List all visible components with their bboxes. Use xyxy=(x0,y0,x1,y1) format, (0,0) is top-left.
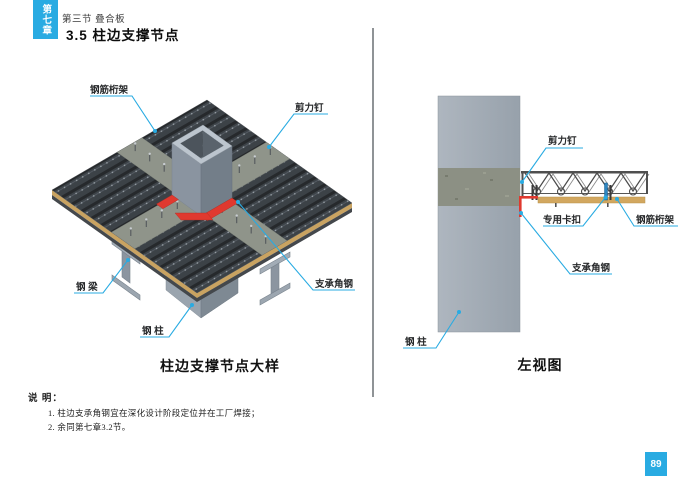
label-steel-column-side: 钢 柱 xyxy=(403,310,461,349)
svg-text:钢 梁: 钢 梁 xyxy=(76,281,98,293)
svg-text:剪力钉: 剪力钉 xyxy=(295,102,324,114)
detail-view-caption: 柱边支撑节点大样 xyxy=(160,360,280,375)
support-angle-steel-side xyxy=(519,196,538,217)
page-title: 3.5 柱边支撑节点 xyxy=(66,28,180,43)
label-steel-beam: 钢 梁 xyxy=(74,258,130,294)
svg-text:支承角钢: 支承角钢 xyxy=(571,262,611,274)
label-truss-side: 钢筋桁架 xyxy=(615,197,678,227)
side-view-caption: 左视图 xyxy=(517,359,563,374)
section-breadcrumb: 第三节 叠合板 xyxy=(62,14,126,25)
special-clips xyxy=(531,182,612,201)
svg-text:钢筋桁架: 钢筋桁架 xyxy=(90,84,129,96)
label-truss: 钢筋桁架 xyxy=(90,84,157,133)
figure-divider xyxy=(372,28,374,397)
detail-view-figure: 钢筋桁架 剪力钉 支承角钢 钢 梁 钢 柱 xyxy=(51,84,355,338)
support-angle-steel xyxy=(156,194,239,221)
slab-edge xyxy=(52,190,352,302)
svg-text:钢筋桁架: 钢筋桁架 xyxy=(636,214,675,226)
side-view-figure: 剪力钉 专用卡扣 钢筋桁架 支承角钢 钢 柱 xyxy=(403,95,678,349)
note-item-2: 2. 余同第七章3.2节。 xyxy=(48,422,131,432)
steel-column-face xyxy=(437,95,521,333)
chapter-tab-label: 第七章 xyxy=(40,3,52,36)
chapter-tab: 第七章 xyxy=(33,0,58,39)
steel-beam-right xyxy=(259,251,291,306)
label-special-clip: 专用卡扣 xyxy=(543,195,608,227)
column-box xyxy=(171,124,233,217)
svg-text:钢 柱: 钢 柱 xyxy=(405,336,427,348)
label-support-angle: 支承角钢 xyxy=(236,200,355,291)
label-steel-column: 钢 柱 xyxy=(140,303,194,338)
concrete-band xyxy=(438,168,520,206)
notes-heading: 说 明： xyxy=(28,394,63,404)
svg-text:支承角钢: 支承角钢 xyxy=(314,278,354,290)
label-shear-stud: 剪力钉 xyxy=(267,102,328,149)
label-shear-stud-side: 剪力钉 xyxy=(520,135,583,184)
notes-block: 说 明： 1. 柱边支承角钢宜在深化设计阶段定位并在工厂焊接； 2. 余同第七章… xyxy=(28,390,260,433)
label-support-angle-side: 支承角钢 xyxy=(519,211,612,275)
svg-text:剪力钉: 剪力钉 xyxy=(548,135,577,147)
note-item-1: 1. 柱边支承角钢宜在深化设计阶段定位并在工厂焊接； xyxy=(48,407,260,418)
truss-deck-section xyxy=(521,171,650,207)
svg-text:钢 柱: 钢 柱 xyxy=(142,325,164,337)
svg-text:专用卡扣: 专用卡扣 xyxy=(543,214,581,226)
page-number-badge: 89 xyxy=(645,452,667,476)
